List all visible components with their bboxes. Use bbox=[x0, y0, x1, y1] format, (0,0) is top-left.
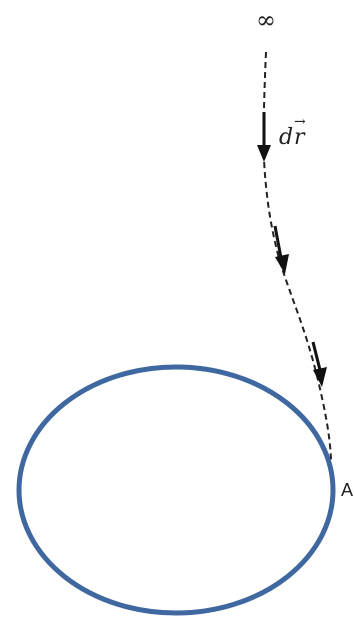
displacement-arrow-3 bbox=[311, 341, 327, 387]
displacement-arrow-2 bbox=[273, 225, 289, 274]
infinity-label: ∞ bbox=[256, 6, 276, 34]
closed-surface-ellipse bbox=[16, 364, 336, 616]
vector-arrow-mark: → bbox=[294, 114, 306, 130]
arrowhead-down-icon bbox=[275, 254, 289, 274]
arrowhead-down-icon bbox=[313, 367, 327, 387]
displacement-d-label: d bbox=[279, 125, 293, 150]
arrowhead-down-icon bbox=[257, 145, 271, 162]
displacement-arrow-1 bbox=[257, 112, 271, 162]
displacement-label: d r → bbox=[279, 114, 306, 150]
displacement-r-label: r bbox=[294, 125, 306, 150]
point-A-label: A bbox=[341, 480, 353, 500]
